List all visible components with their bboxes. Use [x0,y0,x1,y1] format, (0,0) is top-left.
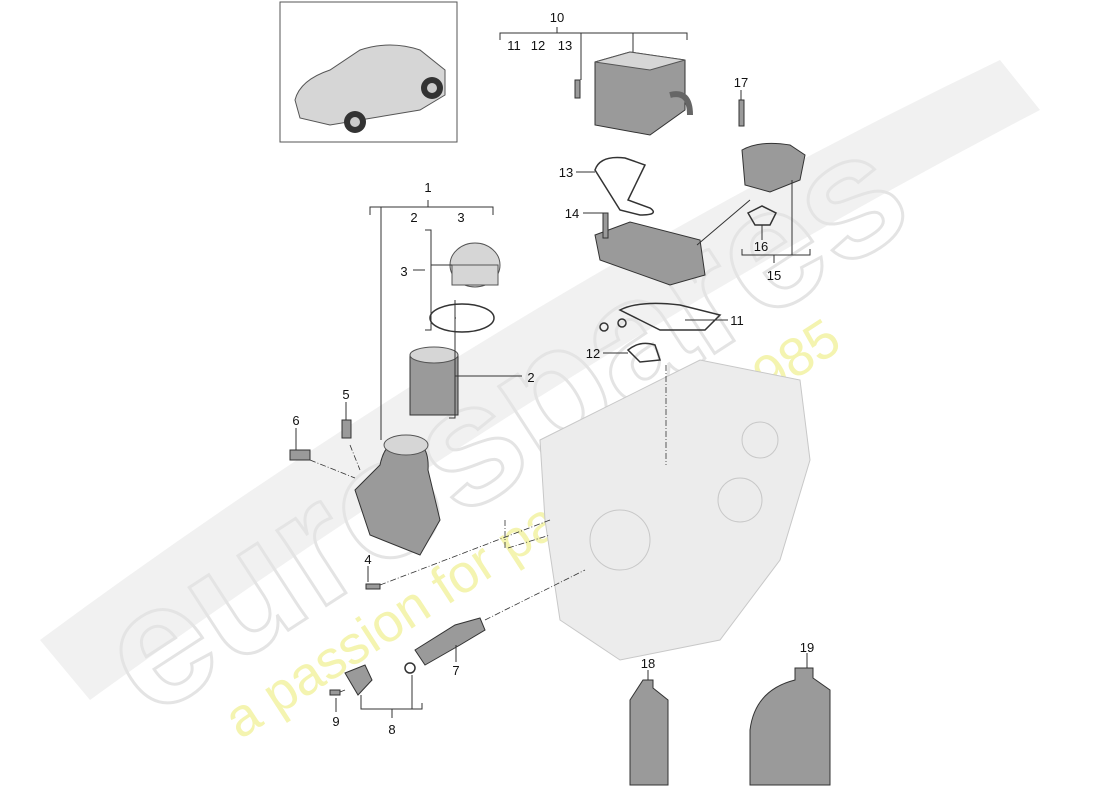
callout-10: 10 [550,10,564,25]
oil-canister-large [749,667,831,786]
callout-14: 14 [565,206,579,221]
callout-10-13: 13 [558,38,572,53]
callout-3: 3 [400,264,407,279]
bolt-9 [329,689,341,696]
oil-bottle-small [629,679,669,786]
bolt-17 [738,99,745,127]
callout-9: 9 [332,714,339,729]
gasket-16 [746,205,778,226]
sensor-6 [289,449,311,461]
watermark: eurospares a passion for parts since 198… [40,60,1040,753]
callout-17: 17 [734,75,748,90]
callout-13: 13 [559,165,573,180]
callout-4: 4 [364,552,371,567]
bracket-10: 10 11 12 13 [499,10,688,80]
callout-10-11: 11 [507,38,521,53]
bolt-14 [602,212,609,239]
callout-6: 6 [292,413,299,428]
callout-7: 7 [452,663,459,678]
callout-18: 18 [641,656,655,671]
callout-12: 12 [586,346,600,361]
callout-1: 1 [424,180,431,195]
gasket-12 [626,342,662,363]
callout-16: 16 [754,239,768,254]
o-ring [429,303,495,333]
valve-7 [414,617,486,666]
engine-block [539,359,811,661]
callout-2: 2 [527,370,534,385]
bracket-1: 1 2 3 [369,180,494,440]
callout-15: 15 [767,268,781,283]
callout-1-3: 3 [457,210,464,225]
callout-19: 19 [800,640,814,655]
watermark-swoosh [40,60,1040,700]
callout-1-2: 2 [410,210,417,225]
callout-11: 11 [730,313,744,328]
seal-8 [404,662,416,674]
cover-8 [344,664,373,696]
vehicle-thumbnail [279,1,458,143]
callout-8: 8 [388,722,395,737]
intermediate-plate [594,221,706,286]
callout-5: 5 [342,387,349,402]
callout-10-12: 12 [531,38,545,53]
gasket-11 [618,302,722,331]
oil-cooler [574,51,693,136]
sensor-5 [341,419,352,439]
housing-15 [741,142,806,193]
filter-element [409,354,459,416]
gasket-13 [594,156,655,216]
bolt-4 [365,583,381,590]
